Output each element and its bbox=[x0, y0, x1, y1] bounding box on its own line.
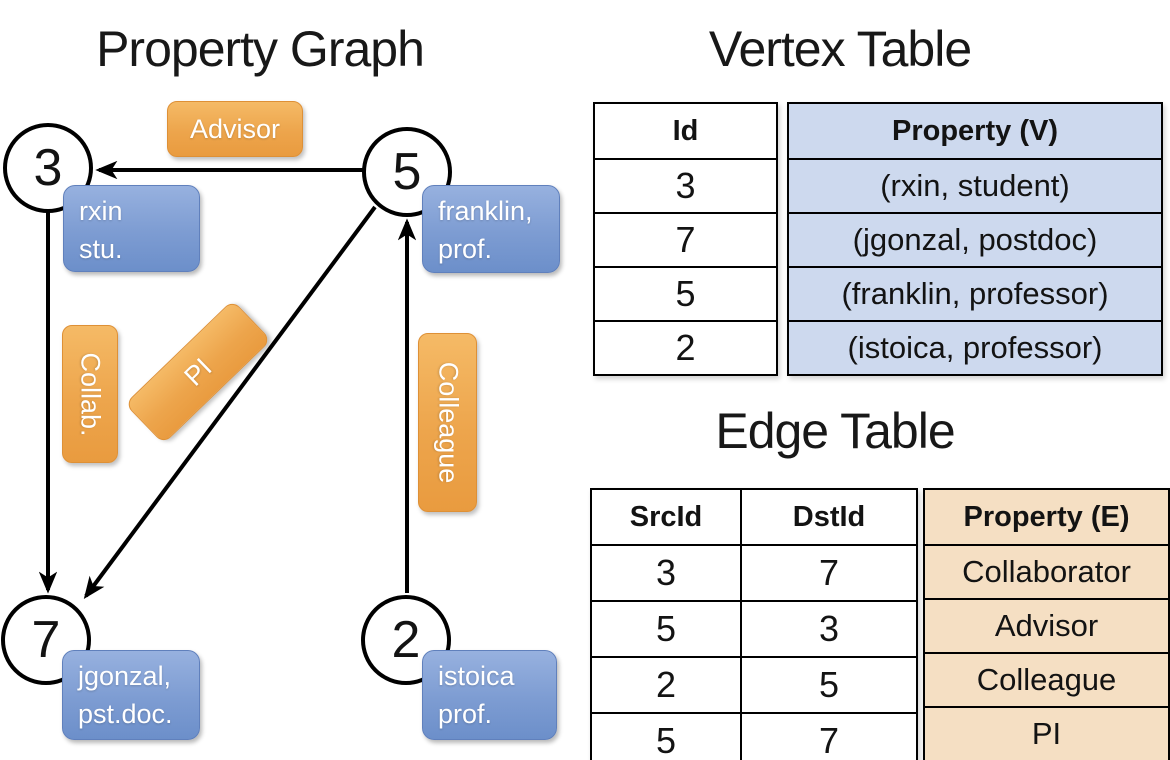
edge-table-header-row: SrcId DstId bbox=[592, 490, 916, 544]
edge-table-dst-cell: 5 bbox=[818, 664, 840, 705]
vertex-table-property-cell: (istoica, professor) bbox=[789, 320, 1161, 374]
vertex-table-property-column: Property (V) (rxin, student) (jgonzal, p… bbox=[787, 102, 1163, 376]
edge-table-row: 3 7 bbox=[592, 544, 916, 600]
edge-table-property-header: Property (E) bbox=[963, 500, 1130, 533]
edge-table-dst-cell: 7 bbox=[818, 552, 840, 593]
edge-label-collab: Collab. bbox=[62, 325, 118, 463]
node-3-property-box: rxin stu. bbox=[63, 185, 200, 272]
node-7-property-line2: pst.doc. bbox=[78, 699, 173, 729]
vertex-table-id-cell: 2 bbox=[595, 320, 776, 374]
edge-label-colleague: Colleague bbox=[418, 333, 477, 512]
graph-node-5: 5 bbox=[362, 127, 452, 217]
vertex-table-id-cell: 3 bbox=[595, 158, 776, 212]
node-7-id: 7 bbox=[31, 611, 61, 669]
edge-table-dst-cell: 3 bbox=[818, 608, 840, 649]
edge-table-property-cell: Advisor bbox=[925, 598, 1168, 652]
edge-table-id-columns: SrcId DstId 3 7 5 3 2 5 5 7 bbox=[590, 488, 918, 760]
edge-table-property-cell: Colleague bbox=[925, 652, 1168, 706]
edge-table-src-cell: 5 bbox=[592, 714, 742, 760]
node-7-property-box: jgonzal, pst.doc. bbox=[62, 650, 200, 740]
edge-table-srcid-header: SrcId bbox=[592, 490, 742, 544]
vertex-table-id-column: Id 3 7 5 2 bbox=[593, 102, 778, 376]
node-5-property-box: franklin, prof. bbox=[422, 185, 560, 273]
node-2-id: 2 bbox=[391, 611, 421, 669]
node-2-property-box: istoica prof. bbox=[422, 650, 557, 740]
node-2-property-line2: prof. bbox=[438, 699, 493, 729]
node-3-id: 3 bbox=[33, 139, 63, 197]
edge-table-title: Edge Table bbox=[715, 403, 955, 459]
vertex-table-property-cell: (jgonzal, postdoc) bbox=[789, 212, 1161, 266]
node-2-property-line1: istoica bbox=[438, 661, 515, 691]
edge-pi-5-to-7 bbox=[83, 205, 377, 599]
edge-table-src-cell: 3 bbox=[592, 546, 742, 600]
node-3-property-line2: stu. bbox=[79, 234, 123, 264]
edge-label-collab-text: Collab. bbox=[75, 351, 106, 437]
vertex-table-id-cell: 7 bbox=[595, 212, 776, 266]
edge-table-property-cell: Collaborator bbox=[925, 544, 1168, 598]
edge-table-src-cell: 5 bbox=[592, 602, 742, 656]
edge-table-row: 5 7 bbox=[592, 712, 916, 760]
graph-panel-title: Property Graph bbox=[96, 21, 425, 77]
edge-label-advisor-text: Advisor bbox=[189, 113, 281, 144]
vertex-table-property-cell: (rxin, student) bbox=[789, 158, 1161, 212]
node-7-property-line1: jgonzal, bbox=[78, 661, 172, 691]
vertex-table-title: Vertex Table bbox=[708, 21, 972, 77]
vertex-table-property-cell: (franklin, professor) bbox=[789, 266, 1161, 320]
node-5-property-line2: prof. bbox=[438, 234, 493, 264]
edge-table-dst-cell: 7 bbox=[818, 720, 840, 760]
graph-edges bbox=[38, 160, 417, 599]
edge-table-property-cell: PI bbox=[925, 706, 1168, 760]
node-5-id: 5 bbox=[392, 143, 422, 201]
node-5-property-line1: franklin, bbox=[438, 196, 533, 226]
edge-table-dstid-header: DstId bbox=[792, 500, 866, 533]
edge-table-row: 2 5 bbox=[592, 656, 916, 712]
vertex-table-id-cell: 5 bbox=[595, 266, 776, 320]
node-3-property-line1: rxin bbox=[79, 196, 123, 226]
edge-label-pi-text: PI bbox=[178, 351, 218, 392]
vertex-table-property-header: Property (V) bbox=[892, 114, 1058, 147]
edge-label-colleague-text: Colleague bbox=[433, 361, 463, 484]
vertex-table-id-header: Id bbox=[672, 114, 699, 147]
edge-table-src-cell: 2 bbox=[592, 658, 742, 712]
edge-label-advisor: Advisor bbox=[167, 101, 303, 157]
edge-table-row: 5 3 bbox=[592, 600, 916, 656]
edge-table-property-column: Property (E) Collaborator Advisor Collea… bbox=[923, 488, 1170, 760]
graph-node-2: 2 bbox=[361, 595, 451, 685]
